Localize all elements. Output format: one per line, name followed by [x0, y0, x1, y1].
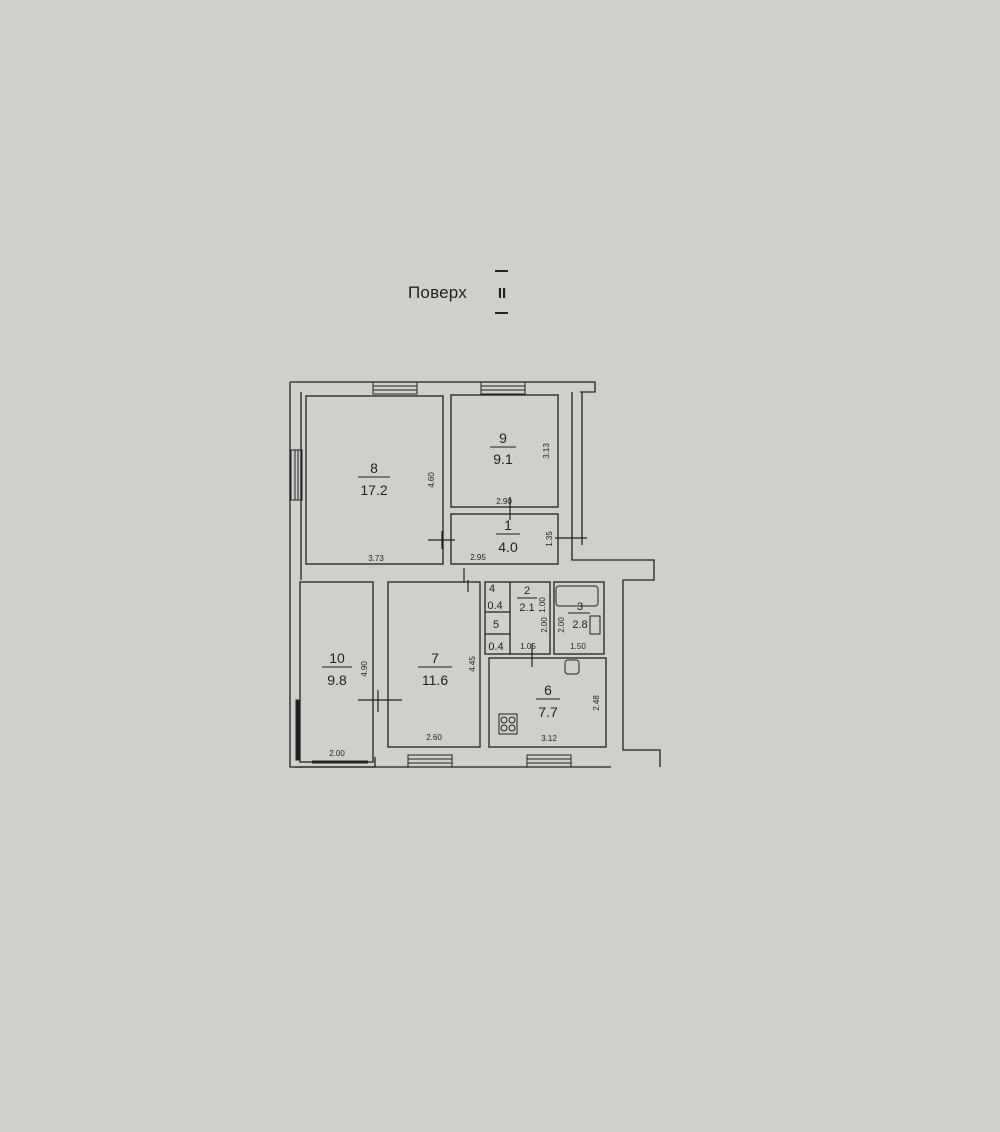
door-marks: [358, 497, 587, 712]
dim-room-3-width: 1.50: [570, 642, 586, 651]
room-1-number: 1: [504, 517, 512, 533]
room-9-outline: [450, 394, 559, 508]
fraction-lines: [322, 446, 590, 700]
room-4-5-divider: [485, 582, 511, 654]
dim-room-8-width: 3.73: [368, 554, 384, 563]
outer-wall-left: [289, 382, 375, 768]
bathtub-icon: [555, 585, 599, 607]
stove-burner-icon: [508, 716, 516, 724]
window-left: [290, 449, 303, 501]
room-3-number: 3: [577, 601, 583, 613]
room-2-number: 2: [524, 585, 530, 597]
room-7-area: 11.6: [422, 672, 448, 688]
room-6-area: 7.7: [538, 704, 558, 720]
window-top-right: [480, 381, 526, 395]
room-5-number: 5: [493, 619, 499, 631]
dim-room-10-width: 2.00: [329, 749, 345, 758]
room-1-outline: [450, 513, 559, 565]
underline: [495, 312, 508, 314]
outer-wall-right: [571, 392, 661, 767]
dim-room-10-height: 4.90: [360, 661, 369, 677]
dim-room-3-height: 2.00: [557, 617, 566, 633]
window-bottom-left: [407, 754, 453, 768]
overline: [495, 270, 508, 272]
windows: [290, 381, 572, 768]
balcony-door: [295, 699, 301, 761]
dim-room-1-height: 1.35: [545, 531, 554, 547]
dim-room-7-width: 2.60: [426, 733, 442, 742]
dim-room-6-height: 2.48: [592, 695, 601, 711]
stove-icon: [498, 713, 518, 735]
room-8-area: 17.2: [360, 482, 387, 498]
room-8-outline: [305, 395, 444, 565]
room-7-number: 7: [431, 650, 439, 666]
room-7-outline: [387, 581, 481, 748]
room-8-number: 8: [370, 460, 378, 476]
window-bottom-right: [526, 754, 572, 768]
floor-number: II: [494, 268, 510, 316]
dim-room-2-small: 1.00: [538, 597, 547, 613]
dim-room-8-height: 4.60: [427, 472, 436, 488]
stove-burner-icon: [500, 724, 508, 732]
room-3-area: 2.8: [572, 619, 587, 631]
walls: [289, 381, 661, 768]
room-9-number: 9: [499, 430, 507, 446]
stove-burner-icon: [508, 724, 516, 732]
dim-room-7-height: 4.45: [468, 656, 477, 672]
dim-room-1-width: 2.95: [470, 553, 486, 562]
room-1-area: 4.0: [498, 539, 518, 555]
dim-room-6-width: 3.12: [541, 734, 557, 743]
stove-burner-icon: [500, 716, 508, 724]
page-title: Поверх: [408, 283, 467, 302]
room-5-area: 0.4: [488, 641, 503, 653]
room-9-area: 9.1: [493, 451, 513, 467]
fixtures: [498, 585, 601, 735]
room-6-number: 6: [544, 682, 552, 698]
dim-room-2-width: 1.05: [520, 642, 536, 651]
room-4-number: 4: [489, 583, 495, 595]
room-2-area: 2.1: [519, 602, 534, 614]
dim-room-9-height: 3.13: [542, 443, 551, 459]
dim-room-2-height: 2.00: [540, 617, 549, 633]
toilet-icon: [589, 615, 601, 635]
floor-number-label: II: [497, 285, 507, 302]
sink-icon: [564, 659, 580, 675]
room-10-number: 10: [329, 650, 345, 666]
room-2-outline: [484, 581, 551, 655]
dim-room-9-width: 2.90: [496, 497, 512, 506]
room-10-area: 9.8: [327, 672, 347, 688]
room-3-outline: [553, 581, 605, 655]
outer-wall-top: [290, 381, 596, 393]
room-6-outline: [488, 657, 607, 748]
window-top-left: [372, 381, 418, 395]
room-4-area: 0.4: [487, 600, 502, 612]
